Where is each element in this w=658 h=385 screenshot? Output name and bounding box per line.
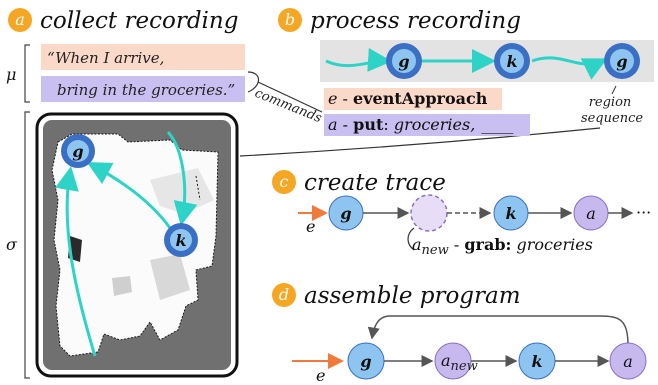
program-node-g-label: g [360, 352, 371, 371]
program-node-k-label: k [531, 352, 542, 371]
anew-arg: groceries [511, 235, 592, 254]
badge-b [278, 8, 302, 32]
anew-annotation: anew - grab: groceries [412, 235, 593, 258]
program-anew-base: a [441, 351, 451, 370]
sigma-bracket [24, 111, 30, 379]
badge-a [8, 8, 32, 32]
action-sep: - [338, 115, 354, 134]
event-line-bg [324, 88, 502, 110]
event-sep: - [337, 89, 353, 108]
action-var: a [328, 115, 338, 134]
region-label-1: region [589, 95, 632, 110]
anew-brace [407, 227, 415, 251]
badge-b-letter: b [285, 10, 295, 29]
mu-bracket [24, 44, 30, 103]
quote-line1-bg [41, 44, 245, 70]
program-event-label: e [316, 366, 325, 385]
quote-line2: bring in the groceries.” [57, 81, 235, 99]
commands-brace [247, 71, 260, 93]
panel-b: b process recording g k g region sequenc… [278, 8, 654, 136]
map-node-k-label: k [175, 231, 186, 250]
badge-c [272, 170, 296, 194]
seq-node-1-inner [392, 49, 416, 73]
seq-node-1-label: g [398, 52, 409, 71]
trajectory-2 [166, 131, 198, 226]
action-colon: : [383, 115, 388, 134]
anew-action: grab: [464, 235, 511, 254]
trajectory-3 [86, 162, 172, 229]
panel-c-title: create trace [304, 170, 446, 196]
action-arg: groceries, [389, 115, 476, 134]
region-label-2: sequence [581, 111, 643, 126]
panel-a-title: collect recording [40, 8, 238, 34]
seq-arrow-1 [325, 47, 392, 72]
quote-line2-bg [41, 76, 245, 102]
badge-d [272, 283, 296, 307]
program-loop-edge [367, 315, 629, 346]
trace-event-label: e [306, 217, 315, 236]
map-node-g-label: g [72, 142, 83, 161]
badge-a-letter: a [15, 10, 25, 29]
seq-node-3-label: g [616, 52, 627, 71]
event-name: eventApproach [353, 89, 488, 108]
anew-sep: - [449, 235, 465, 254]
panel-b-title: process recording [310, 8, 521, 34]
anew-base: a [412, 235, 422, 254]
action-name: put [353, 115, 384, 134]
commands-connector [257, 81, 323, 113]
action-blank: ____ [481, 115, 513, 134]
panel-a: a collect recording μ “When I arrive, br… [6, 8, 601, 379]
map-node-g-inner [67, 140, 89, 162]
mu-label: μ [6, 65, 16, 84]
seq-node-2-label: k [506, 52, 517, 71]
seq-node-3-inner [610, 49, 634, 73]
trace-node-new [410, 194, 448, 232]
program-node-a-label: a [623, 352, 633, 371]
event-line: e - eventApproach [328, 89, 488, 108]
panel-d-title: assemble program [304, 283, 521, 309]
program-node-anew-label: anew [441, 351, 478, 374]
seq-node-2-inner [500, 49, 524, 73]
badge-c-letter: c [280, 172, 289, 191]
panel-d: d assemble program e g anew k a [272, 283, 647, 385]
badge-d-letter: d [279, 285, 289, 304]
program-node-a [609, 342, 647, 380]
action-line-bg [324, 114, 530, 136]
panel-c: c create trace e g k a ··· anew - grab: … [272, 170, 651, 258]
trace-ellipsis: ··· [636, 203, 651, 222]
trace-node-g-label: g [340, 204, 351, 223]
quote-line1: “When I arrive, [47, 49, 164, 67]
commands-label: commands [253, 86, 325, 127]
region-tick [611, 85, 617, 95]
anew-sub: new [422, 243, 449, 258]
action-line: a - put: groceries, ____ [328, 115, 513, 134]
program-anew-sub: new [451, 359, 478, 374]
map-node-k-inner [170, 229, 192, 251]
sigma-label: σ [6, 235, 18, 254]
event-var: e [328, 89, 337, 108]
seq-arrow-3 [531, 56, 608, 80]
trace-node-k-label: k [505, 204, 516, 223]
trajectory-1 [55, 166, 97, 357]
trace-node-a-label: a [586, 204, 596, 223]
map-to-sequence-line [239, 127, 601, 157]
